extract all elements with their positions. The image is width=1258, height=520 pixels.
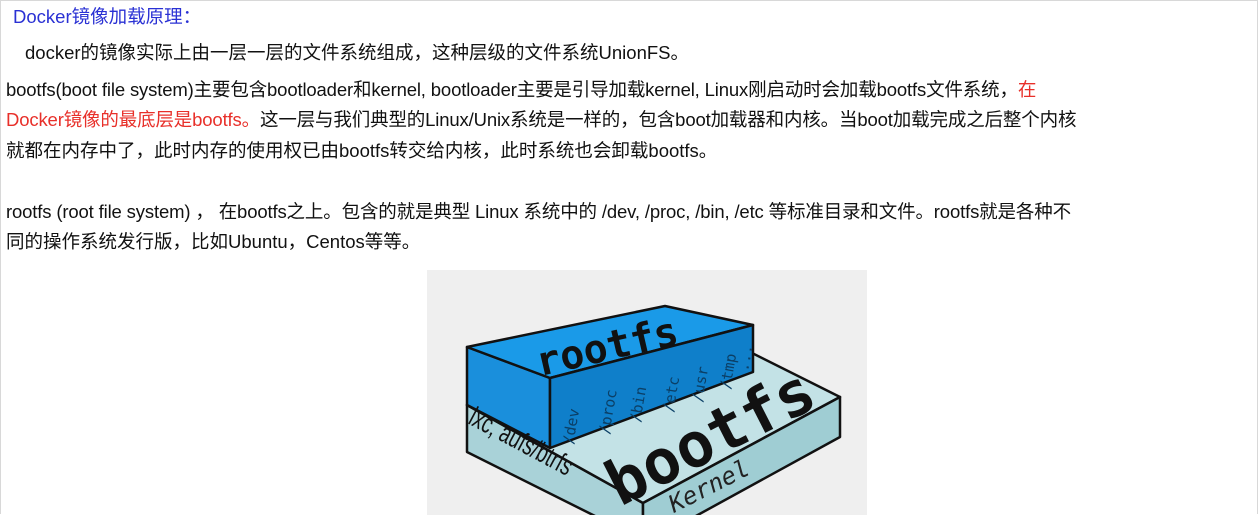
dir-label: /dev [559,407,583,446]
intro-text: docker的镜像实际上由一层一层的文件系统组成，这种层级的文件系统UnionF… [25,42,690,63]
dir-label: /usr [688,365,712,404]
text: 这一层与我们典型的Linux/Unix系统是一样的，包含boot加载器和内核。当… [260,109,1077,130]
highlight-text: 在 [1017,79,1037,100]
dir-label: /tmp [716,352,740,391]
rootfs-side-face [548,323,755,450]
bootfs-paragraph-line-1: bootfs(boot file system)主要包含bootloader和k… [6,78,1036,102]
dir-label: /etc [659,375,683,414]
rootfs-paragraph-line-1: rootfs (root file system) ， 在bootfs之上。包含… [6,201,1071,222]
bootfs-paragraph-line-3: 就都在内存中了，此时内存的使用权已由bootfs转交给内核，此时系统也会卸载bo… [6,140,718,161]
dir-label: /bin [626,385,650,424]
dir-label: ... [734,343,756,373]
highlight-text: Docker镜像的最底层是bootfs。 [6,109,260,130]
bootfs-paragraph-line-2: Docker镜像的最底层是bootfs。这一层与我们典型的Linux/Unix系… [6,108,1076,132]
diagram-svg: rootfs bootfs lxc, aufs/btrfs Kernel /de… [464,304,842,520]
section-title: Docker镜像加载原理： [13,6,202,27]
bootfs-side-face [641,395,842,520]
filesystem-layers-diagram: rootfs bootfs lxc, aufs/btrfs Kernel /de… [427,270,867,520]
text: bootfs(boot file system)主要包含bootloader和k… [6,79,1018,100]
rootfs-paragraph-line-2: 同的操作系统发行版，比如Ubuntu，Centos等等。 [6,231,421,252]
